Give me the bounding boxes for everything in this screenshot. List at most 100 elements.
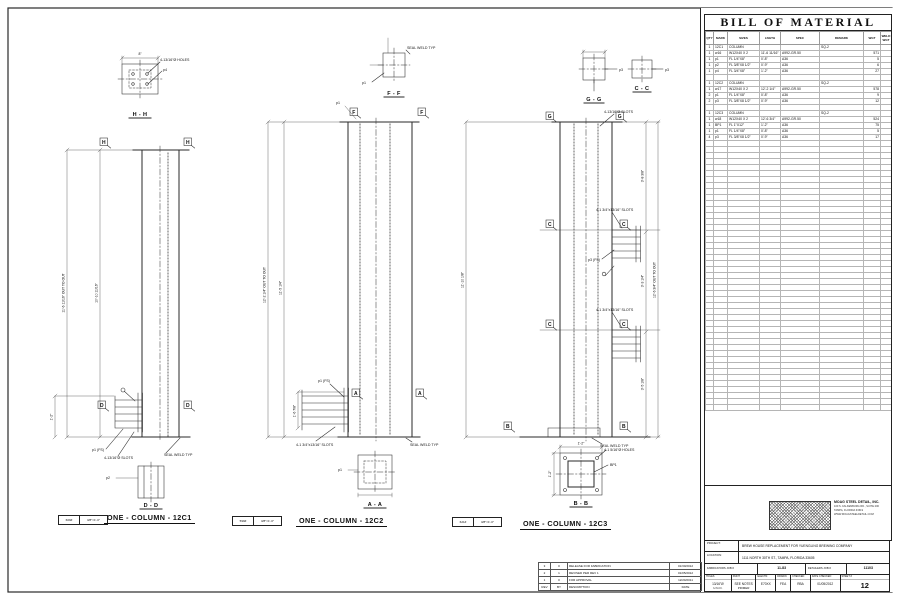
section-detail-hh: 4-13/16"Ø HOLES p4 8" H - H [117, 52, 190, 119]
callout-slots: 4-13/16"Ø SLOTS [104, 456, 134, 460]
company-address-line: TAMPA, FLORIDA 33619 [834, 509, 864, 512]
scale-box-12c2: 599# 3/8"=1'-0" [232, 516, 282, 526]
callout-seal-weld: SEAL WELD TYP [164, 453, 193, 457]
table-row [705, 392, 891, 399]
callout-p1-fs: p1 (FS) [92, 448, 104, 452]
table-cell [705, 404, 714, 411]
job-numbers-row: FABRICATORS JOB # 11-83 DETAILERS JOB # … [704, 564, 890, 575]
svg-text:D: D [186, 403, 190, 409]
dim-out-to-out: 12'-2 1/4" OUT TO OUT [263, 267, 267, 303]
dim-seg3: 3'-5 1/8" [641, 377, 645, 390]
bom-header-cell: MARK [713, 31, 728, 45]
table-row [705, 182, 891, 189]
det-job-value: 11103 [863, 566, 873, 570]
callout-cap-plate: p1 [336, 101, 340, 105]
callout-slots: 4-1 3/4"x13/16" SLOTS [296, 443, 334, 447]
table-cell [727, 404, 760, 411]
table-cell: 1 [550, 569, 568, 577]
svg-text:H: H [186, 140, 190, 146]
callout-p2: p2 [106, 476, 110, 480]
title-column-12c1: ONE - COLUMN - 12C1 [104, 513, 195, 524]
bom-header-cell: REMARK [819, 31, 864, 45]
table-cell: FOR APPROVAL [567, 576, 670, 584]
dim-out-to-out: 12'-6 3/4" OUT TO OUT [653, 262, 657, 298]
bom-header-cell: SPEC [780, 31, 820, 45]
section-detail-cc: p3 C - C [627, 55, 669, 93]
table-cell: DATE [669, 583, 702, 591]
table-cell: 2 [538, 569, 551, 577]
dim-left: 11'-10 1/8" [461, 271, 465, 288]
scale-value: 3/8"=1'-0" [87, 518, 100, 522]
company-address-line: 100 S. FALKENBURG RD., SUITE 200 [834, 505, 879, 508]
callout-holes: 4-13/16"Ø HOLES [160, 58, 190, 62]
callout-p1-fs: p1 (FS) [318, 379, 330, 383]
callout-p1: p1 [362, 81, 366, 85]
dim-base: 1'-2" [50, 413, 54, 421]
section-flag-h: H [183, 137, 196, 149]
bom-header-cell: WELD WGT [880, 31, 891, 45]
table-cell: REV [538, 583, 551, 591]
section-detail-ff: SEAL WELD TYP p1 F - F [362, 37, 436, 98]
table-cell [819, 404, 864, 411]
location-label: LOCATION: [705, 552, 739, 563]
section-flag-c: C [619, 219, 632, 231]
det-job-label: DETAILERS JOB # [806, 564, 848, 574]
table-cell: 3 [538, 562, 551, 570]
callout-seal-weld: SEAL WELD TYP [407, 46, 436, 50]
table-cell: 1 [538, 576, 551, 584]
svg-text:F: F [352, 110, 355, 116]
table-cell [863, 404, 881, 411]
callout-bp1: BP1 [610, 463, 617, 467]
table-row [705, 218, 891, 225]
section-flag-d: D [97, 400, 110, 412]
section-flag-d: D [183, 400, 196, 412]
callout-p3-fs: p3 (FS) [588, 258, 600, 262]
table-cell: 0 [550, 576, 568, 584]
bom-header-cell: LNGTH [759, 31, 781, 45]
callout-p1: p1 [338, 468, 342, 472]
section-label-gg: G - G [586, 97, 601, 103]
section-flag-a: A [415, 388, 428, 400]
dim-inner: 11'-5 1/4" [279, 280, 283, 295]
table-cell: 01/05/2012 [669, 569, 702, 577]
scale-value: 3/8"=1'-0" [261, 519, 274, 523]
table-cell: 01/30/2012 [669, 562, 702, 570]
company-name: MOAG STEEL DETAIL, INC. [834, 500, 880, 504]
title-column-12c3: ONE - COLUMN - 12C3 [520, 519, 611, 530]
section-label-bb: B - B [574, 501, 589, 507]
fab-job-value: 11-83 [758, 564, 806, 574]
section-flag-f: F [349, 107, 362, 119]
project-value: BREW HOUSE REPLACEMENT FOR YUENGLING BRE… [742, 543, 853, 548]
title-column-12c2: ONE - COLUMN - 12C2 [296, 516, 387, 527]
section-label-cc: C - C [635, 86, 650, 92]
table-cell [759, 404, 781, 411]
table-cell: BY [550, 583, 568, 591]
fab-job-label: FABRICATORS JOB # [705, 564, 759, 574]
section-label-hh: H - H [133, 112, 148, 118]
table-cell [713, 404, 728, 411]
section-detail-gg: p3 G - G [578, 49, 623, 104]
svg-text:B: B [506, 424, 510, 430]
table-cell [880, 404, 891, 411]
dim-inner: 10'-10 11/16" [95, 282, 99, 302]
svg-text:C: C [622, 222, 626, 228]
callout-seal-weld: SEAL WELD TYP [600, 444, 629, 448]
callout-holes: 4-1 5/16"Ø HOLES [604, 448, 635, 452]
dim-plate-width: 8" [138, 52, 142, 56]
callout-p4: p4 [163, 68, 167, 72]
section-flag-f: F [417, 107, 430, 119]
svg-text:D: D [100, 403, 104, 409]
section-flag-b: B [503, 421, 516, 433]
svg-text:C: C [622, 322, 626, 328]
svg-text:C: C [548, 322, 552, 328]
dim-out-to-out: 11'-6 11/16" OUT TO OUT [62, 273, 66, 312]
